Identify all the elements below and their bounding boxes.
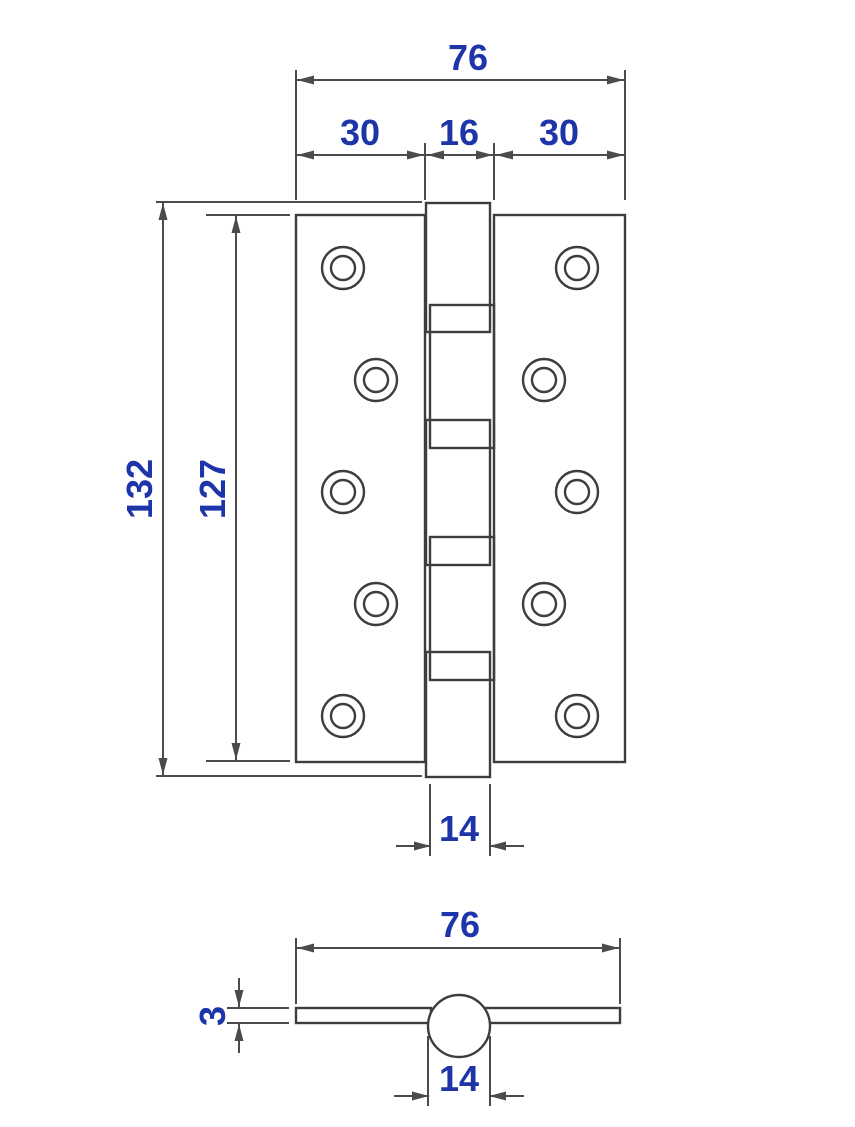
dim-label-total-width-front: 76 <box>448 37 488 78</box>
screw-hole <box>554 693 600 739</box>
knuckle-segment <box>428 535 496 682</box>
dim-label-total-width-side: 76 <box>440 904 480 945</box>
right-leaf <box>492 213 627 764</box>
dim-label-left-leaf-width: 30 <box>340 112 380 153</box>
arrowhead <box>496 150 513 160</box>
dim-label-knuckle-diameter: 14 <box>439 1058 479 1099</box>
knuckle-segment <box>424 650 492 779</box>
arrowhead <box>489 1091 506 1101</box>
arrowhead <box>297 943 314 953</box>
front-view: 76 30 16 30 132 <box>119 37 627 856</box>
arrowhead <box>607 150 624 160</box>
side-view: 76 3 14 <box>192 904 622 1106</box>
arrowhead <box>234 990 244 1007</box>
arrowhead <box>158 758 168 775</box>
dim-knuckle-bottom: 14 <box>396 784 524 856</box>
arrowhead <box>607 75 624 85</box>
side-plate-right <box>482 1006 622 1025</box>
screw-hole <box>554 469 600 515</box>
dim-label-knuckle-width: 16 <box>439 112 479 153</box>
dim-total-height: 132 <box>119 201 422 777</box>
arrowhead <box>427 150 444 160</box>
knuckle-segment <box>424 201 492 334</box>
screw-hole <box>353 581 399 627</box>
screw-holes-left <box>320 245 399 739</box>
arrowhead <box>414 841 431 851</box>
screw-hole <box>521 581 567 627</box>
arrowhead <box>158 203 168 220</box>
arrowhead <box>407 150 424 160</box>
arrowhead <box>231 216 241 233</box>
dim-total-width-side: 76 <box>295 904 621 1004</box>
arrowhead <box>297 75 314 85</box>
screw-holes-right <box>521 245 600 739</box>
dim-knuckle-diameter: 14 <box>394 1036 524 1106</box>
screw-hole <box>353 357 399 403</box>
dim-label-right-leaf-width: 30 <box>539 112 579 153</box>
dim-chain-30-16-30: 30 16 30 <box>296 112 625 200</box>
arrowhead <box>231 743 241 760</box>
arrowhead <box>489 841 506 851</box>
dim-label-leaf-height: 127 <box>192 459 233 519</box>
arrowhead <box>602 943 619 953</box>
dim-leaf-height: 127 <box>192 214 290 762</box>
arrowhead <box>234 1024 244 1041</box>
screw-hole <box>320 245 366 291</box>
knuckle-segment <box>424 418 492 567</box>
screw-hole <box>320 469 366 515</box>
screw-hole <box>320 693 366 739</box>
left-leaf <box>294 213 427 764</box>
barrel-circle <box>426 993 492 1059</box>
dim-label-leaf-thickness: 3 <box>192 1006 233 1026</box>
screw-hole <box>521 357 567 403</box>
dim-label-knuckle-bottom-width: 14 <box>439 808 479 849</box>
arrowhead <box>412 1091 429 1101</box>
dim-leaf-thickness: 3 <box>192 978 289 1053</box>
knuckle-segment <box>428 303 496 450</box>
arrowhead <box>297 150 314 160</box>
side-plate-left <box>294 1006 433 1025</box>
dim-total-width-front: 76 <box>295 37 626 200</box>
dim-label-total-height: 132 <box>119 459 160 519</box>
knuckle-barrel <box>424 201 496 779</box>
screw-hole <box>554 245 600 291</box>
arrowhead <box>476 150 493 160</box>
